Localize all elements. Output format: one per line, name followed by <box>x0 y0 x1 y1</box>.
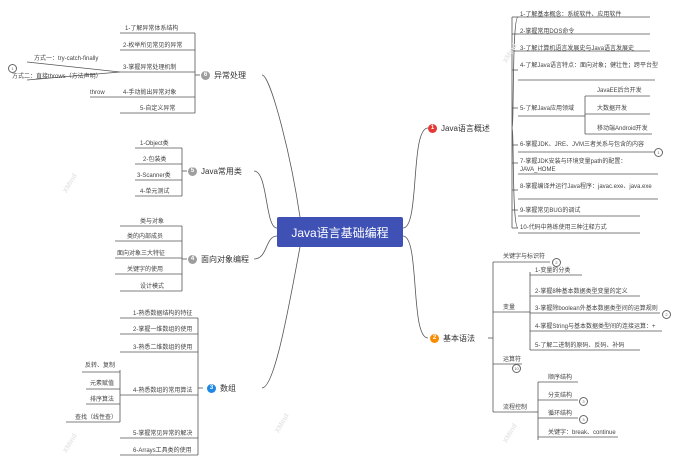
root-topic[interactable]: Java语言基础编程 <box>277 217 403 247</box>
method-item[interactable]: 方式一：try-catch-finally <box>34 56 99 62</box>
list-item[interactable]: 5-了解Java应用领域 <box>520 106 575 112</box>
branch-title: Java语言概述 <box>441 123 490 133</box>
list-item[interactable]: 4-单元测试 <box>140 189 170 195</box>
list-item[interactable]: 6-掌握JDK、JRE、JVM三者关系与包含的内容 <box>520 142 645 148</box>
list-item[interactable]: 分支结构 <box>548 393 573 399</box>
list-item[interactable]: 4-了解Java语言特点：面向对象；健壮性；跨平台型 <box>520 63 659 69</box>
list-item[interactable]: 3-Scanner类 <box>137 173 171 179</box>
list-item[interactable]: 5-了解二进制的原码、反码、补码 <box>535 343 625 349</box>
list-item[interactable]: 6-Arrays工具类的使用 <box>133 448 192 454</box>
branch-exception[interactable]: 6 异常处理 <box>201 67 246 83</box>
list-item[interactable]: 2-包装类 <box>143 157 167 163</box>
list-item[interactable]: 类的内部成员 <box>127 234 164 240</box>
group-label[interactable]: 运算符 <box>503 357 522 363</box>
note-badge[interactable]: 2 <box>552 258 561 267</box>
note-badge[interactable]: 1 <box>654 148 663 157</box>
branch-arrays[interactable]: 3 数组 <box>207 380 236 396</box>
branch-number-badge: 5 <box>188 166 197 176</box>
list-item[interactable]: 类与对象 <box>140 219 165 225</box>
list-item[interactable]: 4-熟悉数组的常用算法 <box>133 388 193 394</box>
list-item[interactable]: 1-了解异常体系结构 <box>125 26 179 32</box>
throw-item[interactable]: throw <box>90 90 105 96</box>
algorithm-item[interactable]: 元素赋值 <box>90 381 115 387</box>
field-item[interactable]: JavaEE后台开发 <box>597 88 642 94</box>
list-item[interactable]: 3-了解计算机语言发展史与Java语言发展史 <box>520 46 635 52</box>
list-item[interactable]: 9-掌握常见BUG的调试 <box>520 208 581 214</box>
list-item[interactable]: 顺序结构 <box>548 375 573 381</box>
branch-oop[interactable]: 4 面向对象编程 <box>188 251 249 267</box>
algorithm-item[interactable]: 排序算法 <box>90 397 115 403</box>
list-item[interactable]: 4-手动抛出异常对象 <box>123 90 177 96</box>
branch-title: 异常处理 <box>214 70 246 80</box>
list-item[interactable]: 8-掌握编译并运行Java程序：javac.exe、java.exe <box>520 184 652 190</box>
list-item[interactable]: 1-了解基本概念：系统软件、应用软件 <box>520 12 622 18</box>
list-item[interactable]: 1-熟悉数据结构的特征 <box>133 311 193 317</box>
list-item[interactable]: 5-掌握常见异常的解决 <box>133 431 193 437</box>
note-badge[interactable]: 3 <box>579 397 588 406</box>
method-item[interactable]: 方式二：直接throws（方法声明） <box>12 74 102 80</box>
note-badge[interactable]: 10 <box>512 364 521 373</box>
branch-number-badge: 2 <box>430 333 439 343</box>
branch-number-badge: 3 <box>207 383 216 393</box>
list-item[interactable]: 1-Object类 <box>140 141 169 147</box>
list-item[interactable]: 5-自定义异常 <box>140 106 176 112</box>
algorithm-item[interactable]: 反转、复制 <box>85 363 116 369</box>
list-item[interactable]: 7-掌握JDK安装与环境变量path的配置：JAVA_HOME <box>520 159 627 173</box>
list-item[interactable]: 3-熟悉二维数组的使用 <box>133 345 193 351</box>
branch-number-badge: 6 <box>201 70 210 80</box>
field-item[interactable]: 大数据开发 <box>597 106 628 112</box>
list-item[interactable]: 10-代码中熟练使用三种注释方式 <box>520 225 607 231</box>
list-item[interactable]: 4-掌握String与基本数据类型间的连接运算：+ <box>535 324 656 330</box>
branch-title: Java常用类 <box>201 166 242 176</box>
branch-title: 基本语法 <box>443 333 475 343</box>
field-item[interactable]: 移动端Android开发 <box>597 126 648 132</box>
branch-title: 面向对象编程 <box>201 254 249 264</box>
list-item[interactable]: 2-掌握一维数组的使用 <box>133 327 193 333</box>
group-label[interactable]: 流程控制 <box>503 405 528 411</box>
list-item[interactable]: 面向对象三大特征 <box>117 251 166 257</box>
list-item[interactable]: 2-掌握常用DOS命令 <box>520 29 575 35</box>
list-item[interactable]: 设计模式 <box>140 284 165 290</box>
branch-common-classes[interactable]: 5 Java常用类 <box>188 163 242 179</box>
branch-overview[interactable]: 1 Java语言概述 <box>428 120 490 136</box>
branch-number-badge: 4 <box>188 254 197 264</box>
list-item[interactable]: 3-掌握除boolean外基本数据类型间的运算规则 <box>535 306 658 312</box>
note-badge[interactable]: 1 <box>8 64 17 73</box>
group-label[interactable]: 变量 <box>503 305 516 311</box>
list-item[interactable]: 关键字的使用 <box>127 267 164 273</box>
note-badge[interactable]: 3 <box>579 415 588 424</box>
list-item[interactable]: 关键字：break、continue <box>548 430 616 436</box>
list-item[interactable]: 2-掌握8种基本数据类型变量的定义 <box>535 289 628 295</box>
note-badge[interactable]: 2 <box>662 310 671 319</box>
list-item[interactable]: 循环结构 <box>548 411 573 417</box>
list-item[interactable]: 1-变量的分类 <box>535 268 571 274</box>
branch-basic-syntax[interactable]: 2 基本语法 <box>430 330 475 346</box>
branch-number-badge: 1 <box>428 123 437 133</box>
list-item[interactable]: 2-枚举所见常见的异常 <box>123 43 183 49</box>
list-item[interactable]: 3-掌握异常处理机制 <box>123 65 177 71</box>
algorithm-item[interactable]: 查找（线性查） <box>75 415 118 421</box>
branch-title: 数组 <box>220 383 236 393</box>
group-label[interactable]: 关键字与标识符 <box>503 254 546 260</box>
